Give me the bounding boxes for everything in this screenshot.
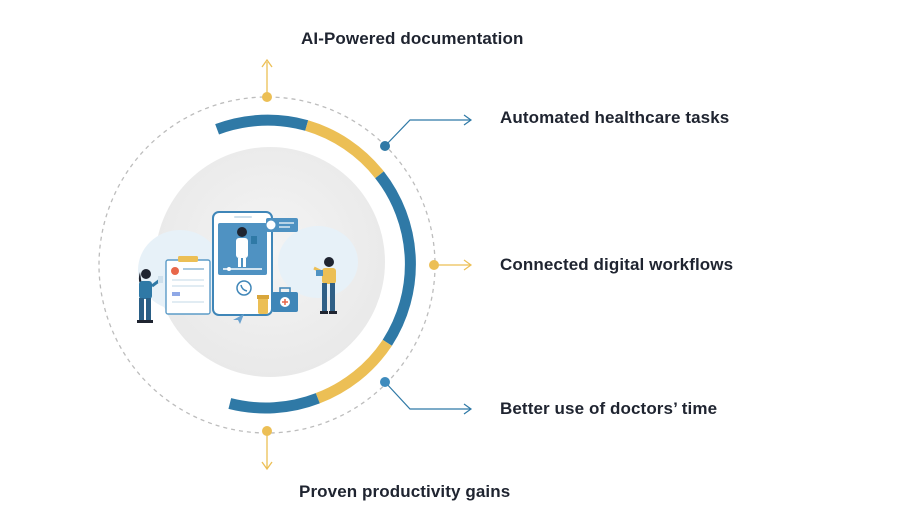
down-arrow-icon [261, 461, 273, 471]
arc-blue-right [375, 171, 416, 346]
right-arrow-icon [463, 403, 473, 415]
feature-label-automated-tasks: Automated healthcare tasks [500, 108, 730, 127]
arc-blue-bottom [228, 393, 320, 414]
blue-dot [380, 141, 390, 151]
gold-dot [262, 92, 272, 102]
medicine-bottle-icon [257, 295, 269, 314]
gold-dot [262, 426, 272, 436]
connector-top [261, 58, 273, 102]
chat-bubble-icon [266, 218, 298, 232]
connector-better [380, 377, 473, 415]
connector-automated [380, 114, 473, 151]
feature-label-doctors-time: Better use of doctors’ time [500, 399, 718, 418]
blue-dot [380, 377, 390, 387]
paper-plane-icon [233, 314, 244, 324]
progress-arc [215, 114, 416, 414]
right-arrow-icon [463, 259, 473, 271]
connector-bottom [261, 426, 273, 471]
right-arrow-icon [463, 114, 473, 126]
feature-label-productivity-gains: Proven productivity gains [299, 482, 511, 501]
feature-label-connected-workflows: Connected digital workflows [500, 255, 734, 274]
patient-figure-icon [137, 269, 163, 323]
nurse-figure-icon [313, 257, 337, 314]
gold-dot [429, 260, 439, 270]
connector-connected [429, 259, 473, 271]
up-arrow-icon [261, 58, 273, 68]
arc-gold-top [305, 120, 384, 179]
telehealth-illustration [137, 211, 358, 324]
feature-label-ai-documentation: AI-Powered documentation [301, 29, 524, 48]
arc-blue-top [215, 114, 309, 135]
arc-gold-bottom [315, 339, 392, 404]
phone-call-icon [236, 280, 252, 296]
doctor-icon [236, 227, 257, 267]
smartphone-icon [212, 211, 273, 316]
clipboard-icon [165, 256, 211, 315]
first-aid-kit-icon [272, 287, 298, 312]
